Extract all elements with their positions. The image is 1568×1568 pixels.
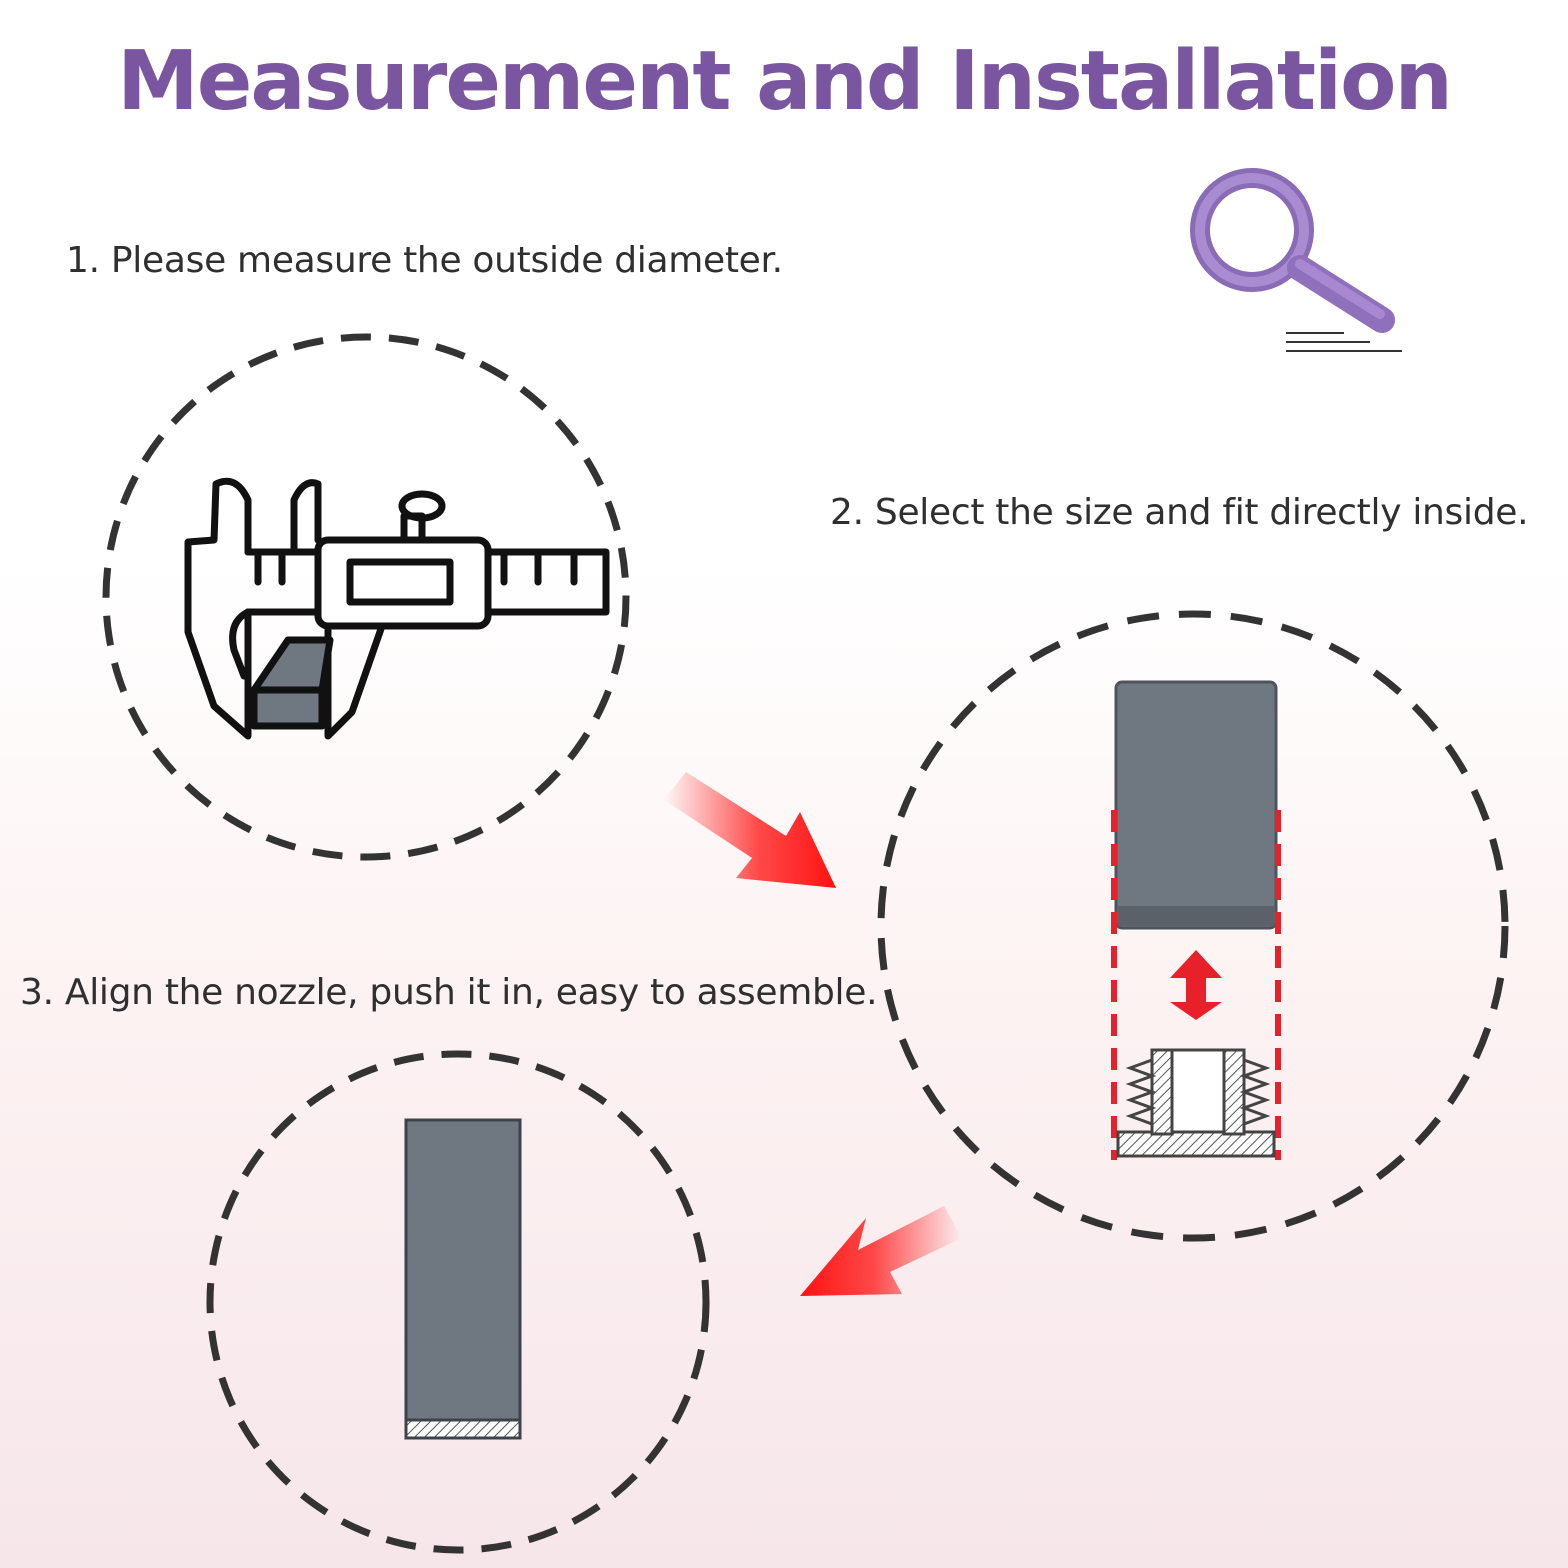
magnifier-icon — [1190, 168, 1402, 352]
page-title: Measurement and Installation — [117, 34, 1453, 129]
step-1-circle — [102, 333, 630, 861]
caliper-icon — [184, 477, 610, 740]
step-2-circle — [877, 610, 1509, 1242]
step-3-text: 3. Align the nozzle, push it in, easy to… — [20, 972, 878, 1013]
arrow-icon — [800, 1206, 962, 1296]
arrow-icon — [664, 772, 836, 888]
tube-icon — [404, 1118, 522, 1440]
step-2-text: 2. Select the size and fit directly insi… — [830, 492, 1529, 533]
step-3-circle — [206, 1050, 710, 1554]
step-1-text: 1. Please measure the outside diameter. — [66, 240, 783, 281]
plug-icon — [1116, 1048, 1276, 1158]
tube-icon — [1114, 680, 1278, 930]
guide-lines — [1111, 810, 1281, 1160]
double-arrow-icon — [1170, 950, 1222, 1020]
